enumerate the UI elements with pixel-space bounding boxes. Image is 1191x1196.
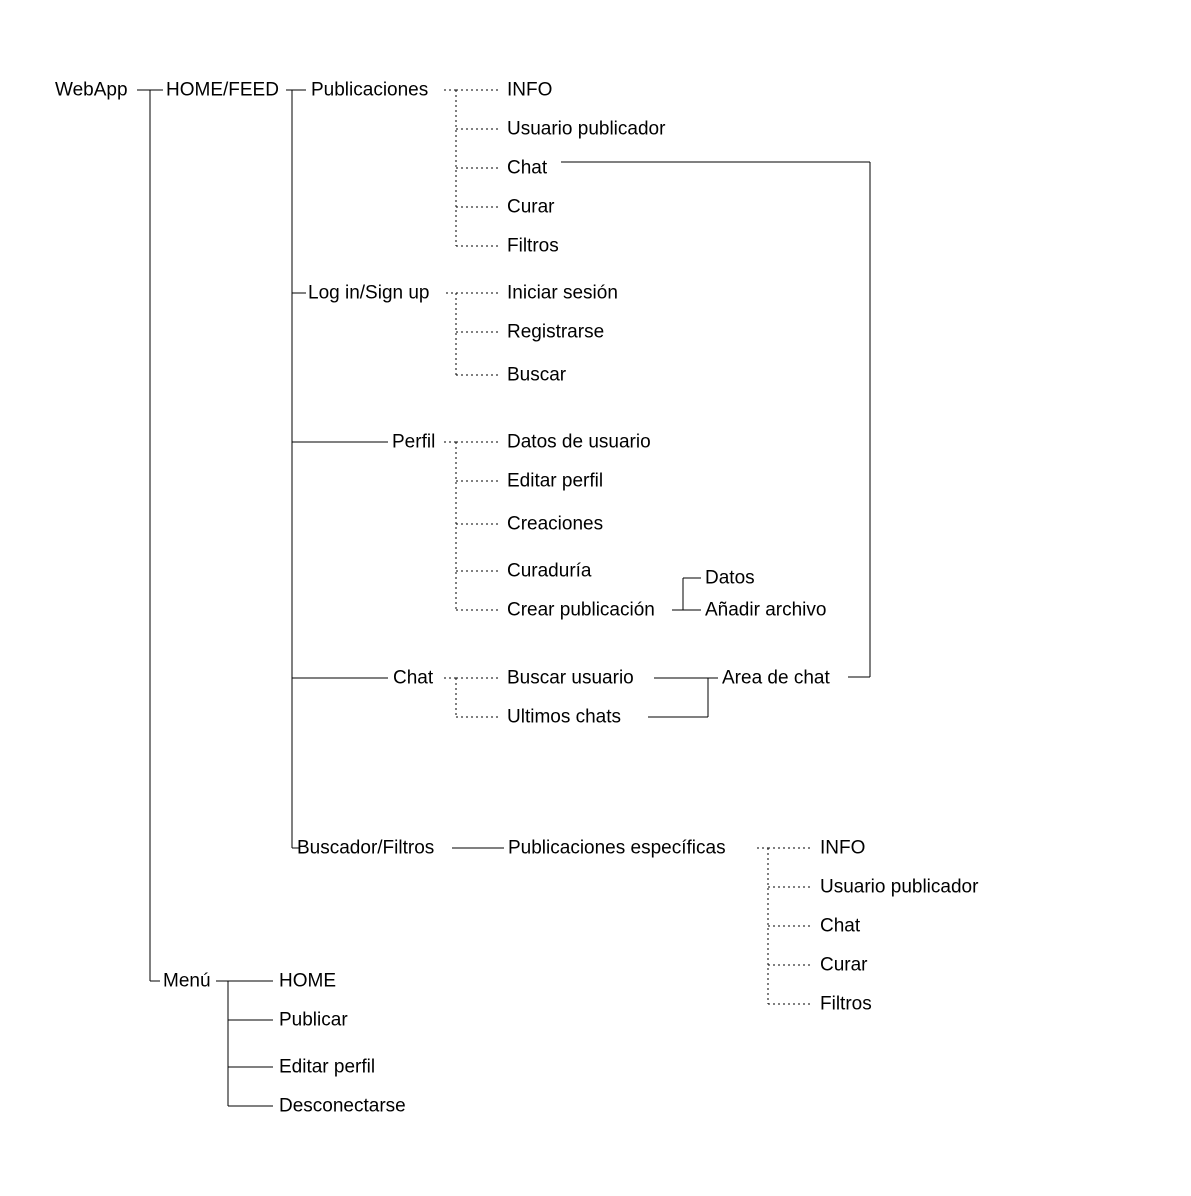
node-crear-anadir-archivo[interactable]: Añadir archivo — [705, 599, 827, 621]
node-perfil-editar-perfil[interactable]: Editar perfil — [507, 470, 604, 492]
node-publicaciones-chat[interactable]: Chat — [507, 157, 548, 179]
node-especificas-usuario-publicador[interactable]: Usuario publicador — [820, 876, 979, 898]
node-perfil-crear-publicacion[interactable]: Crear publicación — [507, 599, 655, 621]
node-login-registrarse[interactable]: Registrarse — [507, 321, 605, 343]
node-menu[interactable]: Menú — [163, 970, 211, 992]
node-chat[interactable]: Chat — [393, 667, 434, 689]
node-especificas-info[interactable]: INFO — [820, 837, 866, 859]
node-chat-area-de-chat[interactable]: Area de chat — [722, 667, 830, 689]
node-especificas-chat[interactable]: Chat — [820, 915, 861, 937]
node-perfil-creaciones[interactable]: Creaciones — [507, 513, 604, 535]
node-perfil-curaduria[interactable]: Curaduría — [507, 560, 592, 582]
node-login-buscar[interactable]: Buscar — [507, 364, 567, 386]
node-especificas-filtros[interactable]: Filtros — [820, 993, 872, 1015]
node-buscador-filtros[interactable]: Buscador/Filtros — [297, 837, 435, 859]
node-home-feed[interactable]: HOME/FEED — [166, 79, 279, 101]
node-menu-home[interactable]: HOME — [279, 970, 336, 992]
node-publicaciones-usuario-publicador[interactable]: Usuario publicador — [507, 118, 666, 140]
node-publicaciones-especificas[interactable]: Publicaciones específicas — [508, 837, 726, 859]
node-publicaciones[interactable]: Publicaciones — [311, 79, 429, 101]
node-publicaciones-info[interactable]: INFO — [507, 79, 553, 101]
node-publicaciones-filtros[interactable]: Filtros — [507, 235, 559, 257]
node-especificas-curar[interactable]: Curar — [820, 954, 868, 976]
node-chat-buscar-usuario[interactable]: Buscar usuario — [507, 667, 634, 689]
node-login-iniciar-sesion[interactable]: Iniciar sesión — [507, 282, 618, 304]
node-menu-editar-perfil[interactable]: Editar perfil — [279, 1056, 376, 1078]
node-perfil-datos-de-usuario[interactable]: Datos de usuario — [507, 431, 651, 453]
node-chat-ultimos-chats[interactable]: Ultimos chats — [507, 706, 622, 728]
node-login-signup[interactable]: Log in/Sign up — [308, 282, 430, 304]
node-webapp[interactable]: WebApp — [55, 79, 128, 101]
node-perfil[interactable]: Perfil — [392, 431, 436, 453]
node-menu-desconectarse[interactable]: Desconectarse — [279, 1095, 406, 1117]
node-crear-datos[interactable]: Datos — [705, 567, 755, 589]
node-menu-publicar[interactable]: Publicar — [279, 1009, 348, 1031]
node-publicaciones-curar[interactable]: Curar — [507, 196, 555, 218]
